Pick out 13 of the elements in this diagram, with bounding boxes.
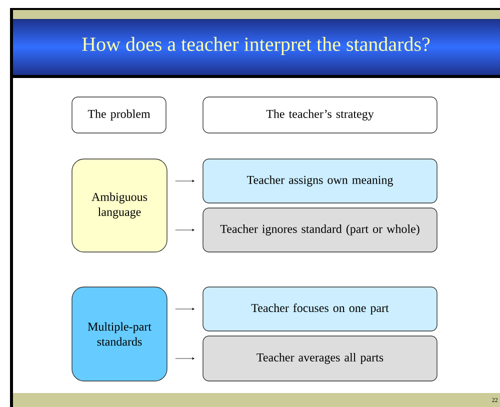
arrow [175, 357, 194, 360]
strategy-box: Teacher averages all parts [202, 336, 438, 382]
arrow [175, 228, 194, 232]
title: How does a teacher interpret the standards? [82, 36, 430, 56]
arrow [175, 308, 194, 310]
header-box: The teacher’s strategy [202, 96, 438, 134]
problem-box: Multiple-part standards [72, 286, 168, 382]
strategy-box: Teacher focuses on one part [202, 286, 438, 332]
strategy-box: Teacher ignores standard (part or whole) [202, 208, 438, 252]
arrow [175, 180, 194, 182]
strategy-box: Teacher assigns own meaning [202, 158, 438, 204]
header-box: The problem [72, 96, 166, 134]
problem-box: Ambiguous language [72, 158, 168, 252]
